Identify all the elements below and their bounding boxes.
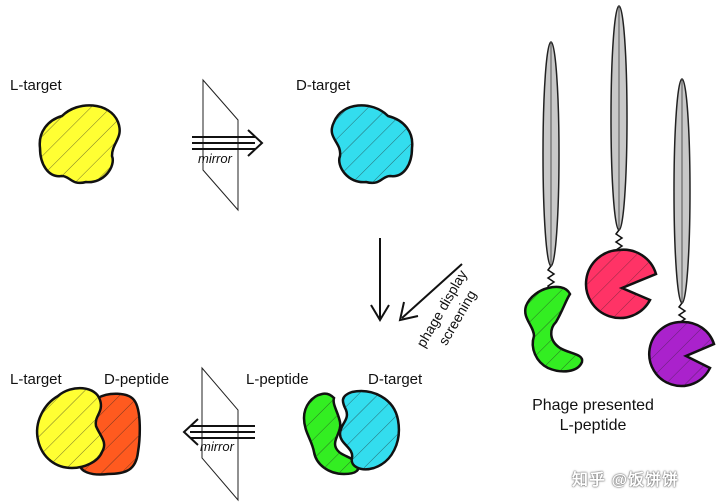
phage-caption: Phage presented L-peptide	[518, 396, 668, 436]
phage-pink	[584, 5, 658, 320]
phage-caption-line2: L-peptide	[559, 417, 627, 434]
mirror-bottom-label: mirror	[200, 439, 234, 454]
watermark: 知乎 @饭饼饼	[572, 472, 680, 489]
d-target-top-shape	[330, 104, 414, 185]
phage-purple	[647, 78, 716, 388]
mirror-top-label: mirror	[198, 151, 232, 166]
phage-caption-line1: Phage presented	[532, 397, 654, 414]
d-target-bottom-label: D-target	[368, 371, 423, 388]
l-peptide-bottom-label: L-peptide	[246, 371, 309, 388]
l-target-top-label: L-target	[10, 77, 62, 94]
mirror-plane-top	[192, 78, 264, 212]
l-target-top-shape	[38, 104, 121, 185]
d-peptide-bottom-label: D-peptide	[104, 371, 170, 388]
l-target-bottom-label: L-target	[10, 371, 62, 388]
diagonal-arrow	[398, 263, 463, 322]
phage-green	[523, 41, 584, 373]
mirror-plane-bottom	[182, 366, 255, 502]
down-arrow	[370, 238, 390, 322]
l-peptide-d-target-complex	[302, 389, 401, 476]
d-target-top-label: D-target	[296, 77, 351, 94]
l-target-d-peptide-complex	[35, 387, 141, 476]
